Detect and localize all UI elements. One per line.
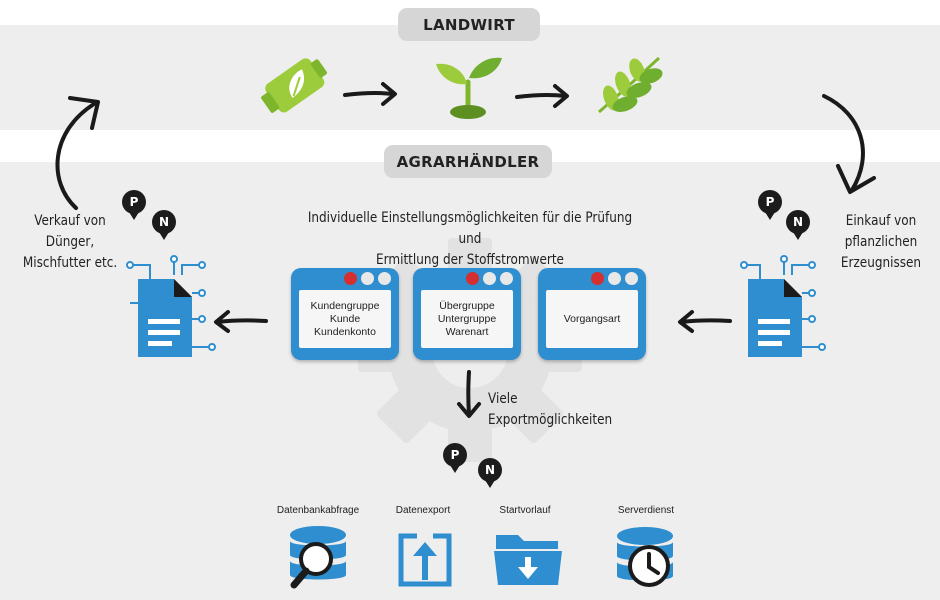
window-dot-icon — [483, 272, 496, 285]
window-line: Kundenkonto — [314, 325, 376, 338]
window-dot-icon — [500, 272, 513, 285]
window-controls — [344, 272, 391, 285]
window-line: Kundengruppe — [310, 299, 380, 312]
arrow-icon — [214, 310, 268, 333]
export-label-start-run: Startvorlauf — [499, 505, 551, 516]
arrow-icon — [457, 370, 481, 418]
document-network-icon — [126, 255, 216, 357]
folder-download-icon[interactable] — [492, 527, 564, 587]
window-line: Untergruppe — [437, 312, 497, 325]
window-dot-icon — [378, 272, 391, 285]
export-label-database-query: Datenbankabfrage — [276, 505, 360, 516]
badge-p: P — [758, 190, 782, 220]
export-label-data-export: Datenexport — [395, 505, 451, 516]
crop-leaves-icon — [598, 56, 663, 114]
badge-p: P — [443, 443, 467, 473]
database-clock-icon[interactable] — [615, 526, 681, 592]
window-pane: Vorgangsart — [546, 290, 638, 348]
arrow-icon — [515, 84, 569, 108]
note-line: Erzeugnissen — [840, 255, 922, 271]
settings-window-goods: Übergruppe Untergruppe Warenart — [413, 268, 521, 360]
window-dot-icon — [625, 272, 638, 285]
note-line: Exportmöglichkeiten — [488, 412, 613, 428]
window-line: Übergruppe — [439, 299, 495, 312]
arrow-icon — [343, 82, 397, 106]
note-settings: Individuelle Einstellungsmöglichkeiten f… — [296, 208, 643, 271]
settings-window-process: Vorgangsart — [538, 268, 646, 360]
close-dot-icon — [591, 272, 604, 285]
database-search-icon[interactable] — [288, 525, 352, 593]
fertilizer-bottle-icon — [261, 58, 327, 113]
export-icon[interactable] — [397, 532, 453, 588]
document-network-icon — [740, 255, 826, 357]
dealer-section-label: AGRARHÄNDLER — [384, 145, 552, 178]
window-pane: Übergruppe Untergruppe Warenart — [421, 290, 513, 348]
window-controls — [591, 272, 638, 285]
badge-n: N — [786, 210, 810, 240]
note-line: Ermittlung der Stoffstromwerte — [376, 252, 564, 268]
note-line: Mischfutter etc. — [22, 255, 118, 271]
window-pane: Kundengruppe Kunde Kundenkonto — [299, 290, 391, 348]
note-line: Verkauf von — [34, 213, 106, 229]
window-line: Warenart — [445, 325, 489, 338]
export-label-server-service: Serverdienst — [617, 505, 675, 516]
farmer-section-label: LANDWIRT — [398, 8, 540, 41]
note-line: Viele — [488, 391, 518, 407]
window-line: Kunde — [329, 312, 361, 325]
badge-n: N — [152, 210, 176, 240]
window-controls — [466, 272, 513, 285]
note-line: Individuelle Einstellungsmöglichkeiten f… — [307, 210, 633, 247]
note-line: pflanzlichen — [844, 234, 918, 250]
badge-p: P — [122, 190, 146, 220]
seedling-icon — [436, 57, 502, 119]
settings-window-customers: Kundengruppe Kunde Kundenkonto — [291, 268, 399, 360]
close-dot-icon — [344, 272, 357, 285]
close-dot-icon — [466, 272, 479, 285]
window-line: Vorgangsart — [563, 312, 621, 325]
arrow-icon — [55, 96, 100, 210]
note-purchase: Einkauf von pflanzlichen Erzeugnissen — [834, 211, 929, 274]
window-dot-icon — [608, 272, 621, 285]
note-sales: Verkauf von Dünger, Mischfutter etc. — [18, 211, 121, 274]
window-dot-icon — [361, 272, 374, 285]
note-line: Einkauf von — [845, 213, 917, 229]
arrow-icon — [822, 94, 876, 194]
note-export: Viele Exportmöglichkeiten — [488, 389, 613, 431]
badge-n: N — [478, 458, 502, 488]
arrow-icon — [678, 310, 732, 333]
note-line: Dünger, — [45, 234, 95, 250]
